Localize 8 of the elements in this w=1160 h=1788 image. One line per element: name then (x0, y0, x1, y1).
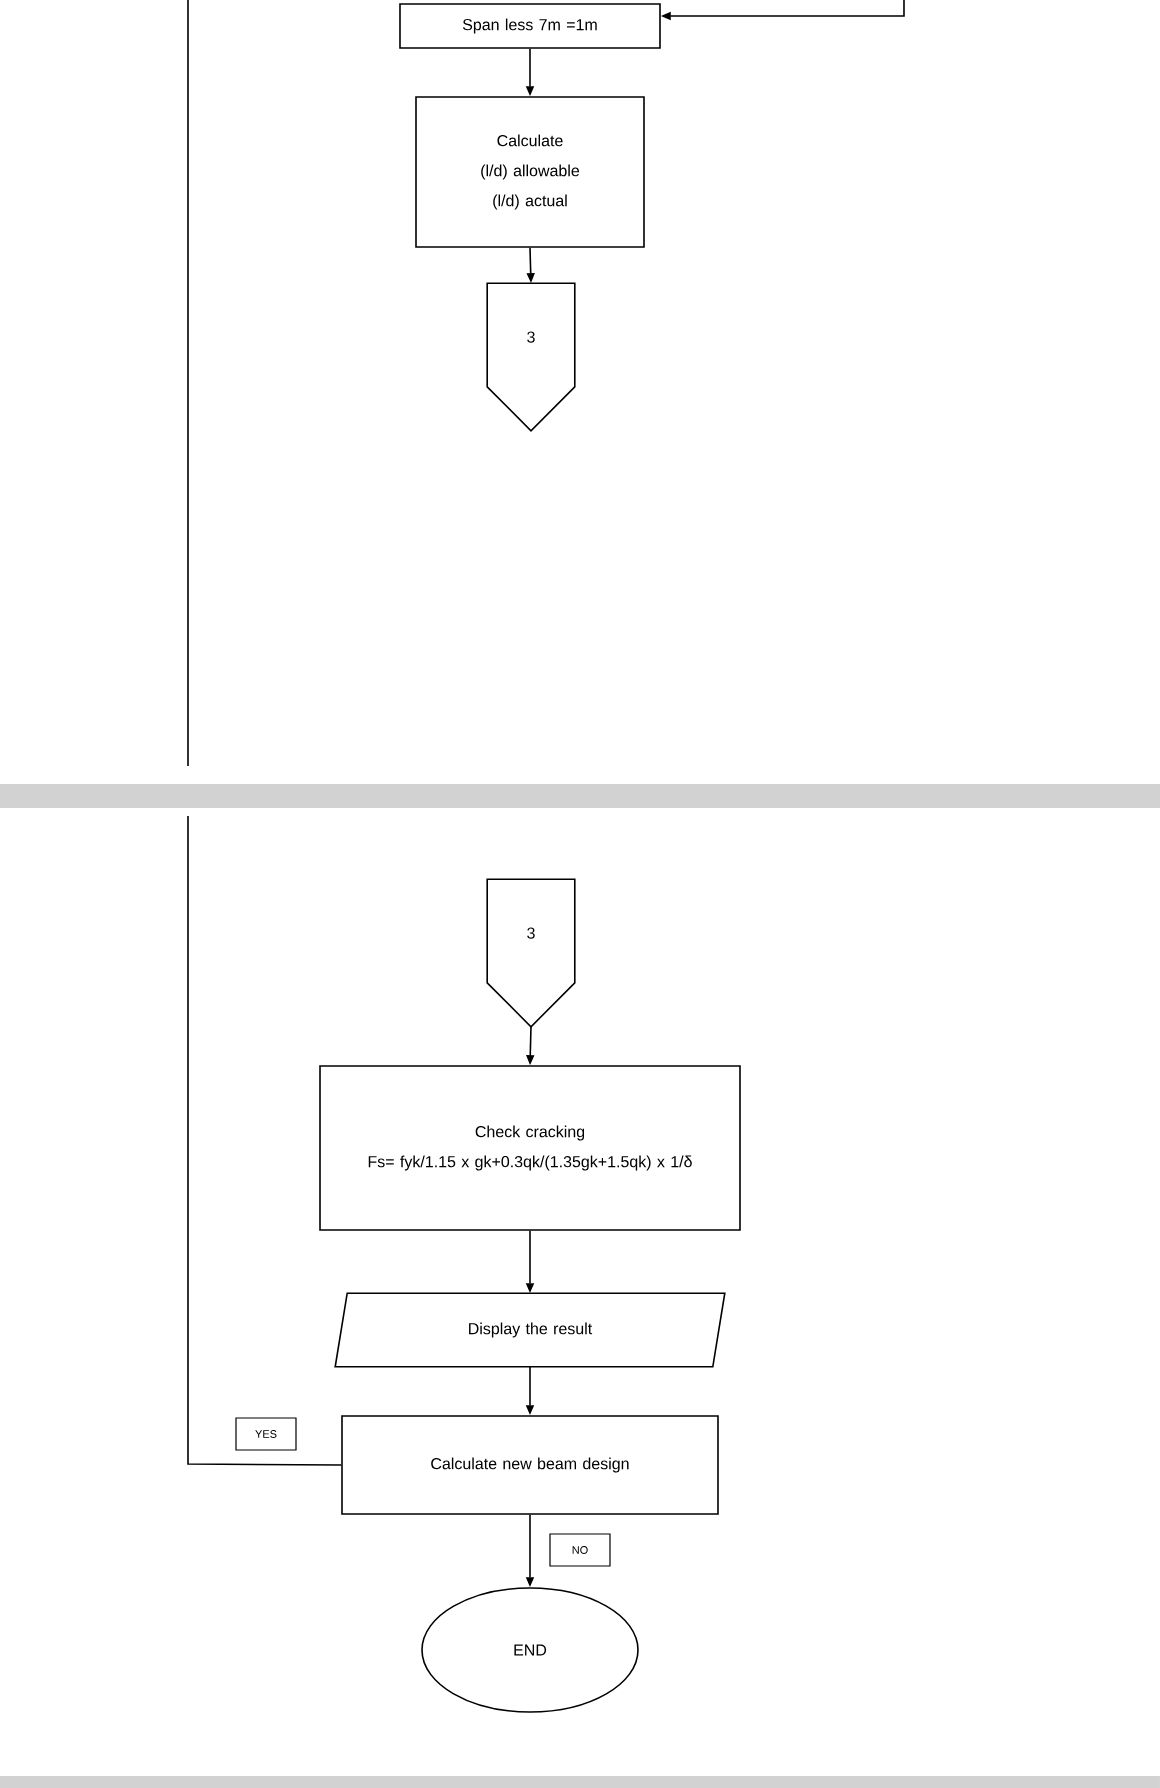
off-page-connector: 3 (486, 878, 576, 1028)
process-box: Calculate (l/d) allowable (l/d) actual (415, 96, 645, 248)
arrow (187, 0, 342, 1466)
input-output-parallelogram: Display the result (334, 1292, 726, 1368)
process-box: Span less 7m =1m (399, 3, 661, 49)
process-box: Calculate new beam design (341, 1415, 719, 1515)
process-box: Check cracking Fs= fyk/1.15 x gk+0.3qk/(1.35gk+1.5qk) x 1/δ (319, 1065, 741, 1231)
off-page-connector: 3 (486, 282, 576, 432)
